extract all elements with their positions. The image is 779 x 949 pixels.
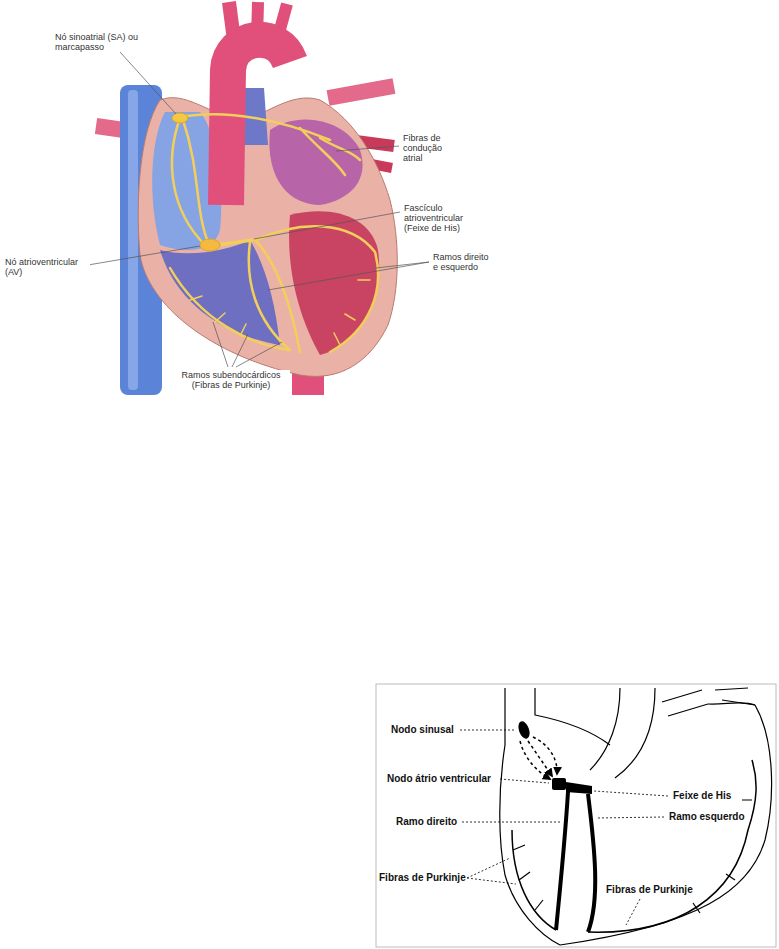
dotted-leaders-part xyxy=(597,817,664,818)
heart-outline-part xyxy=(615,688,655,778)
dotted-leaders-part xyxy=(594,791,668,796)
heart-body xyxy=(138,40,397,377)
heart-outline-part xyxy=(715,688,755,705)
schematic-label: Fibras de Purkinje xyxy=(605,884,694,895)
conduction-system-part xyxy=(183,120,208,242)
schematic-label: Ramo direito xyxy=(395,816,458,827)
anatomy-label: Fascículo atrioventricular (Feixe de His… xyxy=(403,203,483,233)
leader-lines-part xyxy=(336,146,399,151)
conduction-lines-part xyxy=(513,845,543,910)
leader-lines-part xyxy=(254,212,400,239)
heart-body-part xyxy=(269,120,362,205)
leader-lines-part xyxy=(82,246,200,266)
leader-lines-part xyxy=(213,322,282,367)
anatomy-label: Ramos subendocárdicos (Fibras de Purkinj… xyxy=(172,370,290,390)
conduction-lines-part xyxy=(556,792,568,930)
heart-outline-part xyxy=(560,705,772,945)
heart-body-part xyxy=(138,98,397,377)
anatomy-label: Nó atrioventricular (AV) xyxy=(4,257,90,277)
schematic-label: Nodo átrio ventricular xyxy=(386,773,492,784)
conduction-system-part xyxy=(170,268,290,350)
heart-outline-part xyxy=(662,690,708,716)
conduction-lines-part xyxy=(533,737,557,774)
conduction-lines-part xyxy=(516,720,532,740)
conduction-system-part xyxy=(300,128,345,175)
leader-lines xyxy=(82,52,429,367)
heart-outline xyxy=(500,688,772,945)
dotted-leaders-part xyxy=(467,858,516,884)
leader-lines-part xyxy=(268,262,429,290)
great-vessels-part xyxy=(128,90,138,390)
heart-outline-part xyxy=(535,688,610,745)
anatomy-label: Ramos direito e esquerdo xyxy=(432,252,494,272)
great-vessels-part xyxy=(328,86,394,98)
conduction-system-part xyxy=(172,113,188,123)
schematic-label: Fibras de Purkinje xyxy=(378,872,467,883)
schematic-label: Ramo esquerdo xyxy=(668,811,746,822)
figure-frame xyxy=(376,684,776,947)
conduction-system-part xyxy=(218,240,252,245)
conduction-lines-part xyxy=(520,741,550,779)
dotted-leaders-part xyxy=(462,822,561,823)
schematic-label: Feixe de His xyxy=(672,790,732,801)
heart-outline-part xyxy=(500,688,560,945)
conduction-system-part xyxy=(190,280,370,345)
conduction-lines-part xyxy=(588,760,756,932)
dotted-leaders-part xyxy=(626,899,640,925)
schematic-label: Nodo sinusal xyxy=(390,724,455,735)
conduction-lines-part xyxy=(588,794,595,932)
leader-lines-part xyxy=(120,52,176,114)
conduction-system-part xyxy=(255,240,300,352)
conduction-system-part xyxy=(320,138,360,160)
heart-body-part xyxy=(160,240,280,345)
dotted-leaders-part xyxy=(500,779,549,783)
heart-outline-part xyxy=(590,688,620,770)
conduction-lines-part xyxy=(512,830,556,930)
conduction-lines-part xyxy=(528,741,552,776)
conduction-system-part xyxy=(200,239,220,251)
conduction-lines xyxy=(512,720,756,932)
anatomy-label: Fibras de condução atrial xyxy=(402,133,454,163)
conduction-lines-part xyxy=(552,778,566,790)
dotted-leaders xyxy=(460,730,668,925)
conduction-system xyxy=(170,113,378,352)
anatomy-label: Nó sinoatrial (SA) ou marcapasso xyxy=(54,32,146,52)
dotted-leaders-part xyxy=(460,730,515,731)
